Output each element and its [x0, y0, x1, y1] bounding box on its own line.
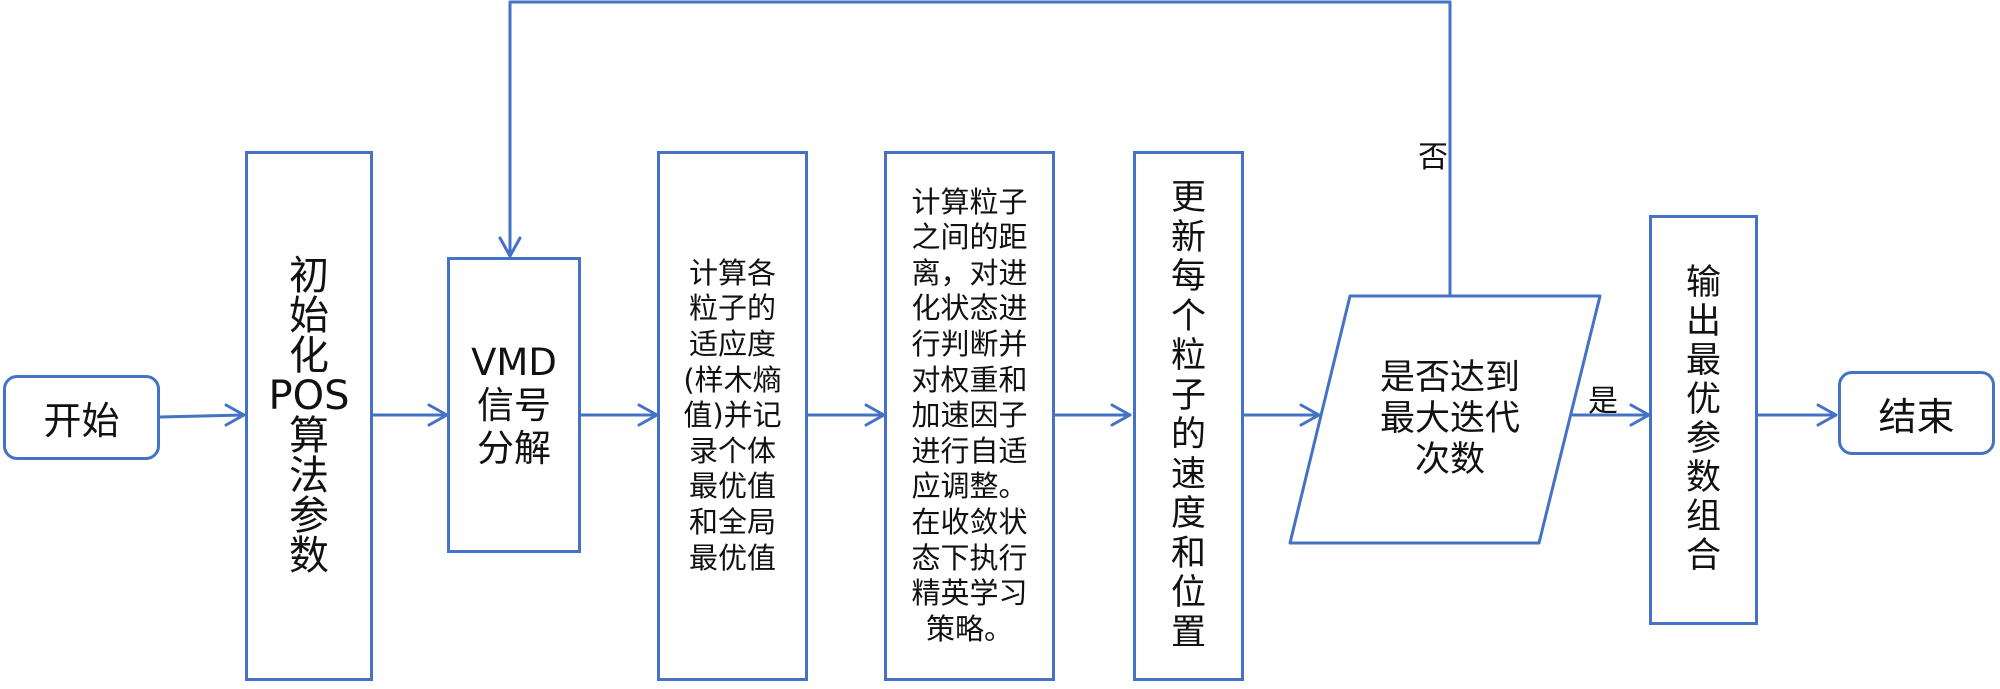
- yes-label: 是: [1588, 384, 1618, 419]
- update-label: 更 新 每 个 粒 子 的 速 度 和 位 置: [1170, 178, 1206, 653]
- update-box: 更 新 每 个 粒 子 的 速 度 和 位 置: [1133, 151, 1244, 681]
- decision-label: 是否达到 最大迭代 次数: [1379, 358, 1520, 480]
- distance-box: 计算粒子 之间的距 离，对进 化状态进 行判断并 对权重和 加速因子 进行自适 …: [884, 151, 1055, 681]
- decision-shape: [1288, 294, 1602, 545]
- fitness-label: 计算各 粒子的 适应度 (样木熵 值)并记 录个体 最优值 和全局 最优值: [683, 255, 782, 575]
- loop-back-line: [508, 0, 1452, 296]
- arrowhead-output-to-end: [1816, 403, 1838, 427]
- arrowhead-start-to-init: [224, 403, 246, 427]
- end-terminal: 结束: [1838, 371, 1995, 455]
- distance-label: 计算粒子 之间的距 离，对进 化状态进 行判断并 对权重和 加速因子 进行自适 …: [911, 184, 1028, 646]
- output-box: 输 出 最 优 参 数 组 合: [1649, 215, 1758, 625]
- end-label: 结束: [1878, 394, 1955, 439]
- init-params-label: 初 始 化 POS 算 法 参 数: [268, 253, 350, 579]
- arrow-start-to-init: [158, 413, 246, 419]
- fitness-box: 计算各 粒子的 适应度 (样木熵 值)并记 录个体 最优值 和全局 最优值: [657, 151, 808, 681]
- vmd-decompose-label: VMD 信号 分解: [471, 340, 557, 470]
- init-params-box: 初 始 化 POS 算 法 参 数: [245, 151, 373, 681]
- arrowhead-update-to-decision: [1299, 403, 1321, 427]
- output-label: 输 出 最 优 参 数 组 合: [1685, 263, 1721, 576]
- start-terminal: 开始: [3, 375, 160, 460]
- no-label: 否: [1418, 140, 1448, 175]
- start-label: 开始: [43, 399, 120, 443]
- vmd-decompose-box: VMD 信号 分解: [447, 257, 581, 553]
- arrowhead-distance-to-update: [1110, 403, 1132, 427]
- arrowhead-loop-back: [498, 236, 522, 258]
